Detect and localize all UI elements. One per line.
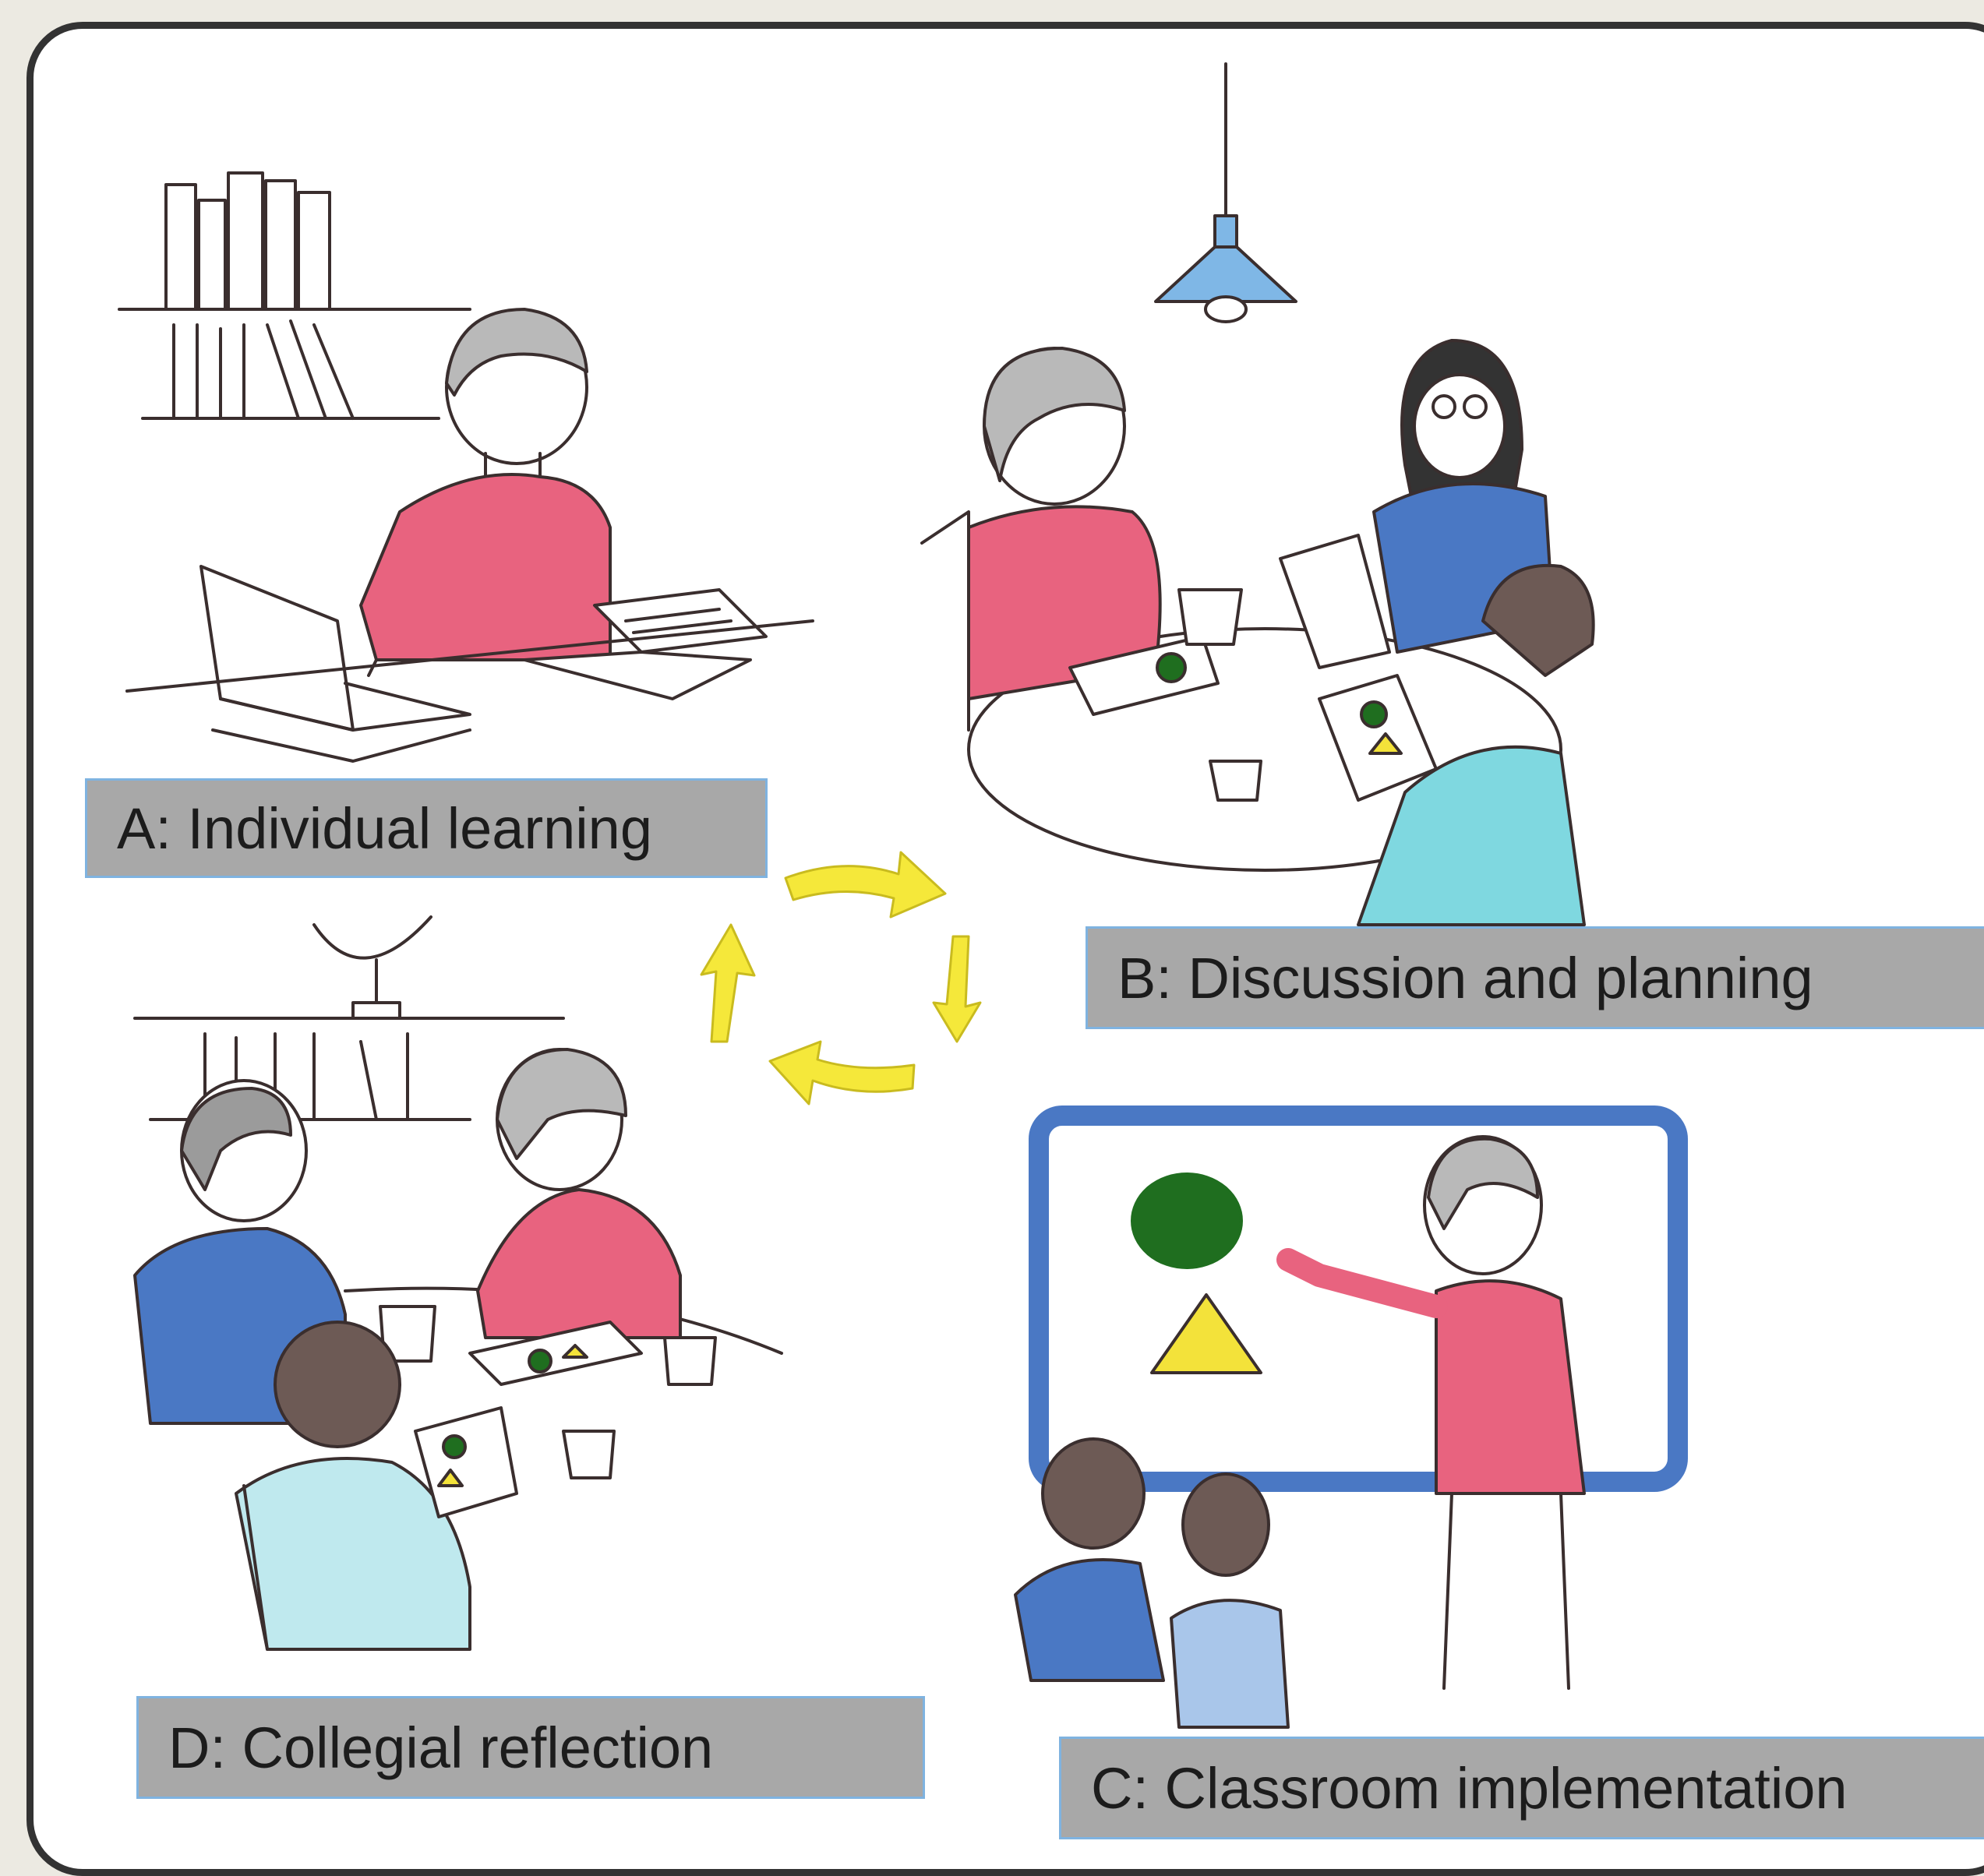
person-d2	[476, 1048, 682, 1339]
laptop-icon	[199, 565, 471, 763]
label-individual-learning: A: Individual learning	[85, 778, 768, 878]
cycle-arrows-icon	[700, 851, 982, 1106]
label-discussion-and-planning: B: Discussion and planning	[1086, 926, 1984, 1029]
person-b3	[1318, 563, 1595, 926]
book-icon	[523, 588, 768, 700]
person-b1	[920, 347, 1162, 732]
globe-icon	[312, 915, 432, 1020]
label-classroom-implementation: C: Classroom implementation	[1059, 1737, 1984, 1839]
label-collegial-reflection: D: Collegial reflection	[136, 1696, 925, 1799]
illustration	[118, 62, 1688, 1729]
tablet-icon	[1068, 635, 1220, 716]
tray-d	[468, 1321, 643, 1386]
bookshelf-icon	[118, 171, 471, 420]
figure-frame: A: Individual learning B: Discussion and…	[26, 22, 1984, 1876]
whiteboard-icon	[1029, 1106, 1688, 1492]
coffee-cup-icon	[379, 1305, 717, 1479]
person-d3	[235, 1321, 518, 1651]
person-a	[359, 308, 612, 677]
person-c-students	[1014, 1437, 1290, 1729]
lamp-icon	[1154, 62, 1297, 323]
desk-edge	[125, 619, 814, 693]
person-b2	[1279, 339, 1555, 669]
coffee-cup-icon	[1177, 588, 1262, 802]
person-c-teacher	[1276, 1135, 1586, 1690]
